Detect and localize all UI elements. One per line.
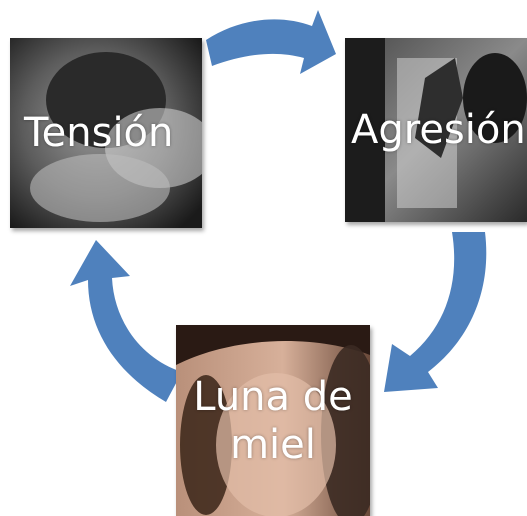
node-agresion: Agresión — [345, 38, 527, 222]
node-tension: Tensión — [10, 38, 202, 228]
arrow-agresion-to-luna — [384, 232, 487, 392]
agresion-photo — [345, 38, 527, 222]
node-label-luna-de-miel: Luna de miel — [193, 373, 353, 468]
node-label-agresion: Agresión — [351, 107, 526, 153]
arrow-tension-to-agresion — [206, 10, 336, 74]
luna-de-miel-photo — [176, 325, 370, 516]
node-luna-de-miel: Luna de miel — [176, 325, 370, 516]
node-label-tension: Tensión — [24, 110, 174, 156]
tension-photo — [10, 38, 202, 228]
arrow-luna-to-tension — [70, 240, 182, 402]
